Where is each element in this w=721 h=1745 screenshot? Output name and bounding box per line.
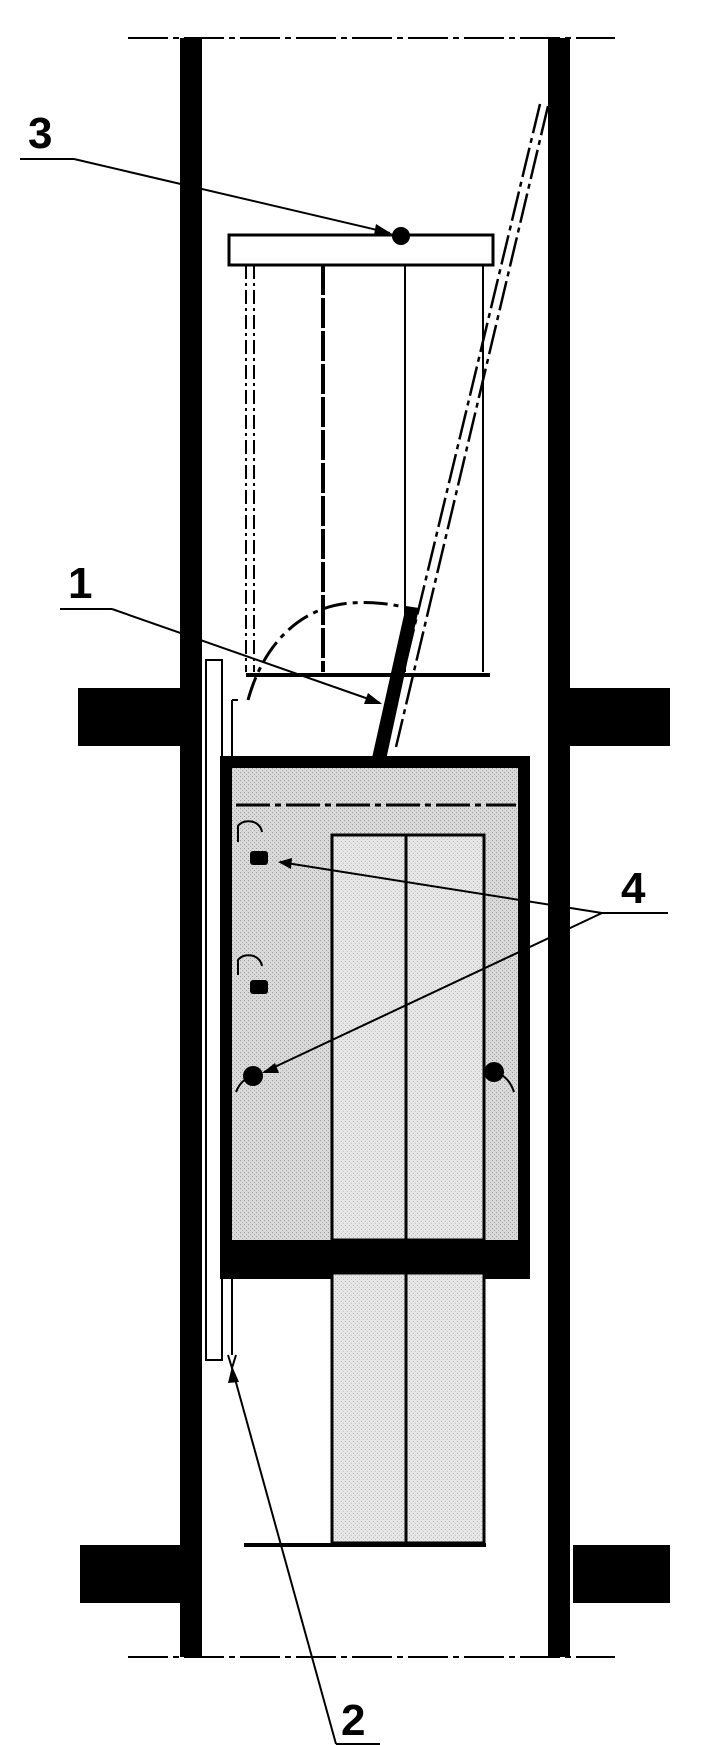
shaft-wall-left <box>180 38 202 1657</box>
arrowhead-4b <box>262 1063 279 1073</box>
leader-line-3-arrow <box>73 158 391 234</box>
label-4: 4 <box>621 864 646 913</box>
shaft-wall-right <box>548 38 570 1657</box>
leader-line-1-arrow <box>111 608 381 704</box>
arrowhead-3 <box>374 224 392 235</box>
floor-slab-upper-right <box>570 688 670 746</box>
floor-slab-lower-left <box>80 1545 180 1603</box>
cabin-clamp-lower <box>250 980 268 994</box>
lower-door-panel-left <box>330 1271 408 1545</box>
swing-arm-bar <box>372 606 419 760</box>
floor-slab-lower-right <box>573 1545 670 1603</box>
leader-line-4-arrow-a <box>279 861 603 914</box>
arrowhead-4a <box>278 858 292 869</box>
inclined-rope-line-b <box>394 105 550 748</box>
arrowhead-1 <box>364 693 382 704</box>
cabin-clamp-upper <box>250 851 268 865</box>
cabin-roller-left <box>243 1066 263 1086</box>
label-2: 2 <box>341 1696 365 1745</box>
cabin-hook-upper <box>237 820 263 842</box>
lower-door-panel-right <box>404 1271 486 1545</box>
upper-door-header-beam <box>227 233 495 267</box>
cabin-door-panel-left <box>330 833 408 1242</box>
label-3: 3 <box>28 109 52 158</box>
cabin-hook-lower <box>237 954 263 975</box>
swing-arc-path <box>246 601 418 701</box>
label-3-target-point <box>392 227 410 245</box>
cabin-roller-left-arc <box>235 1077 253 1093</box>
label-1: 1 <box>68 559 92 608</box>
leader-line-4-arrow-b <box>263 912 603 1073</box>
leader-lines <box>20 158 668 1745</box>
lower-door-assembly <box>244 1271 486 1547</box>
guide-rail-body <box>205 659 223 1361</box>
elevator-cabin <box>220 756 530 1279</box>
arrowhead-2 <box>228 1366 239 1383</box>
leader-arrowheads <box>228 224 392 1383</box>
cabin-door-panel-right <box>404 833 486 1242</box>
floor-slab-upper-left <box>78 688 180 746</box>
leader-line-2-arrow <box>231 1367 337 1745</box>
cabin-floor-beam <box>226 1240 524 1273</box>
cabin-roller-right-arc <box>493 1071 515 1093</box>
upper-door-assembly <box>227 227 495 677</box>
